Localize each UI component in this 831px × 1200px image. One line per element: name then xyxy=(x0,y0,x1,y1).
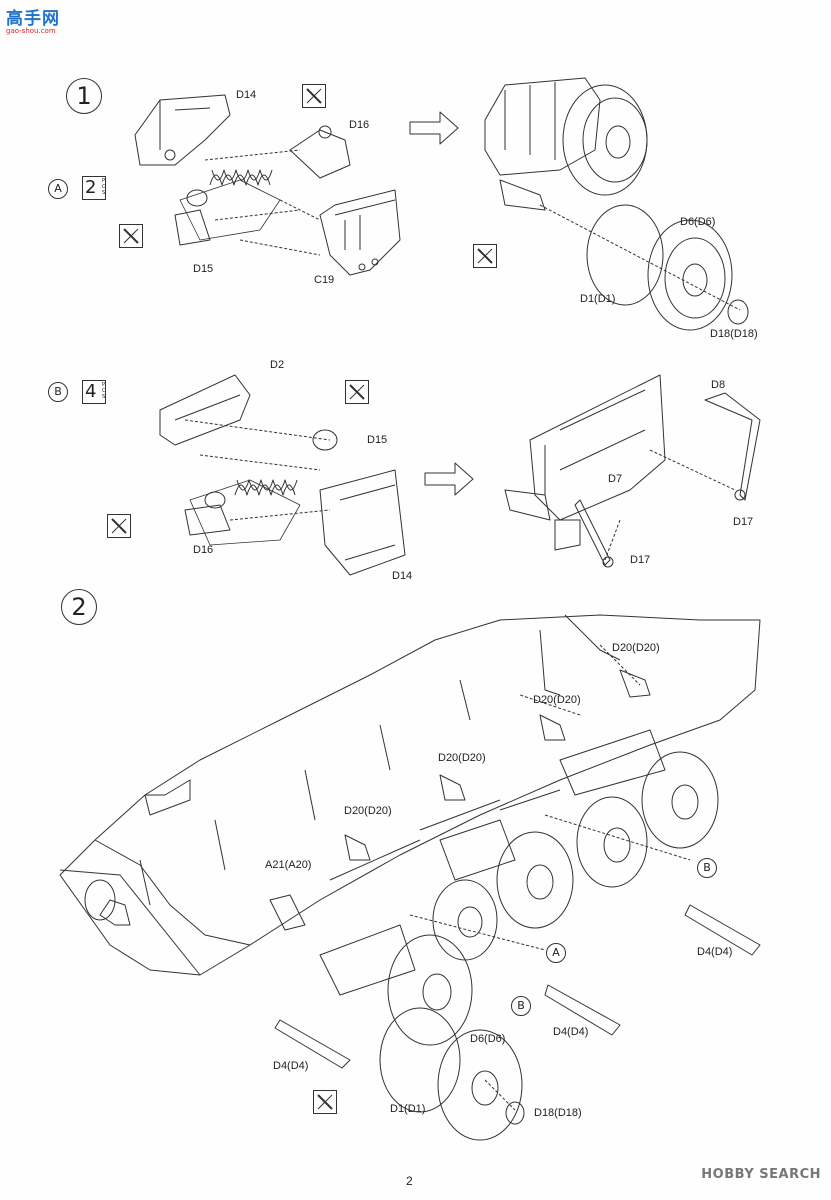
step1a-exploded-parts xyxy=(134,94,401,276)
part-label: D7 xyxy=(608,473,623,485)
qty-a: 2 xyxy=(85,177,97,198)
step2-roadwheels xyxy=(379,751,719,1141)
step2-bumpstops xyxy=(269,669,651,931)
spring xyxy=(209,169,273,186)
cement-icon xyxy=(345,380,369,404)
step2-suspension-blocks xyxy=(319,729,666,996)
part-label: D6(D6) xyxy=(680,216,716,228)
part-label: D4(D4) xyxy=(273,1060,309,1072)
part-label: C19 xyxy=(314,274,335,286)
part-label: A21(A20) xyxy=(265,859,312,871)
part-label: D4(D4) xyxy=(553,1026,589,1038)
part-label: D4(D4) xyxy=(697,946,733,958)
cement-icon xyxy=(302,84,326,108)
part-label: D20(D20) xyxy=(344,805,392,817)
qty-b: 4 xyxy=(85,381,97,402)
watermark-title: 高手网 xyxy=(6,9,60,29)
brand-logo: HOBBY SEARCH xyxy=(701,1167,821,1182)
part-label: D1(D1) xyxy=(390,1103,426,1115)
callout-marker: B xyxy=(697,858,717,878)
callout-marker: B xyxy=(511,996,531,1016)
part-label: D18(D18) xyxy=(710,328,758,340)
quantity-box-b: 4 PCS xyxy=(82,380,106,404)
step-number-2: 2 xyxy=(61,589,97,625)
watermark-url: gao-shou.com xyxy=(6,27,56,35)
part-label: D1(D1) xyxy=(580,293,616,305)
part-label: D20(D20) xyxy=(438,752,486,764)
step1a-result xyxy=(484,77,749,331)
part-label: D16 xyxy=(193,544,214,556)
callout-marker: A xyxy=(546,943,566,963)
part-label: D17 xyxy=(630,554,651,566)
part-label: D2 xyxy=(270,359,285,371)
part-label: D14 xyxy=(236,89,257,101)
part-label: D15 xyxy=(367,434,388,446)
part-label: D14 xyxy=(392,570,413,582)
cement-icon xyxy=(107,514,131,538)
step1b-result xyxy=(504,374,761,568)
watermark: 高手网 gao-shou.com xyxy=(6,4,60,35)
part-label: D15 xyxy=(193,263,214,275)
part-label: D18(D18) xyxy=(534,1107,582,1119)
part-label: D16 xyxy=(349,119,370,131)
substep-b-marker: B xyxy=(48,382,68,402)
part-label: D17 xyxy=(733,516,754,528)
part-label: D20(D20) xyxy=(612,642,660,654)
qty-unit-a: PCS xyxy=(102,178,106,196)
cement-icon xyxy=(119,224,143,248)
step2-hull xyxy=(59,614,761,976)
cement-icon xyxy=(473,244,497,268)
part-label: D8 xyxy=(711,379,726,391)
step2-track-guides xyxy=(274,904,761,1069)
step-number-1: 1 xyxy=(66,78,102,114)
cement-icon xyxy=(313,1090,337,1114)
part-label: D6(D6) xyxy=(470,1033,506,1045)
substep-a-marker: A xyxy=(48,179,68,199)
quantity-box-a: 2 PCS xyxy=(82,176,106,200)
page-number: 2 xyxy=(406,1174,413,1188)
step1b-exploded-parts xyxy=(159,374,406,576)
qty-unit-b: PCS xyxy=(102,382,106,400)
part-label: D20(D20) xyxy=(533,694,581,706)
